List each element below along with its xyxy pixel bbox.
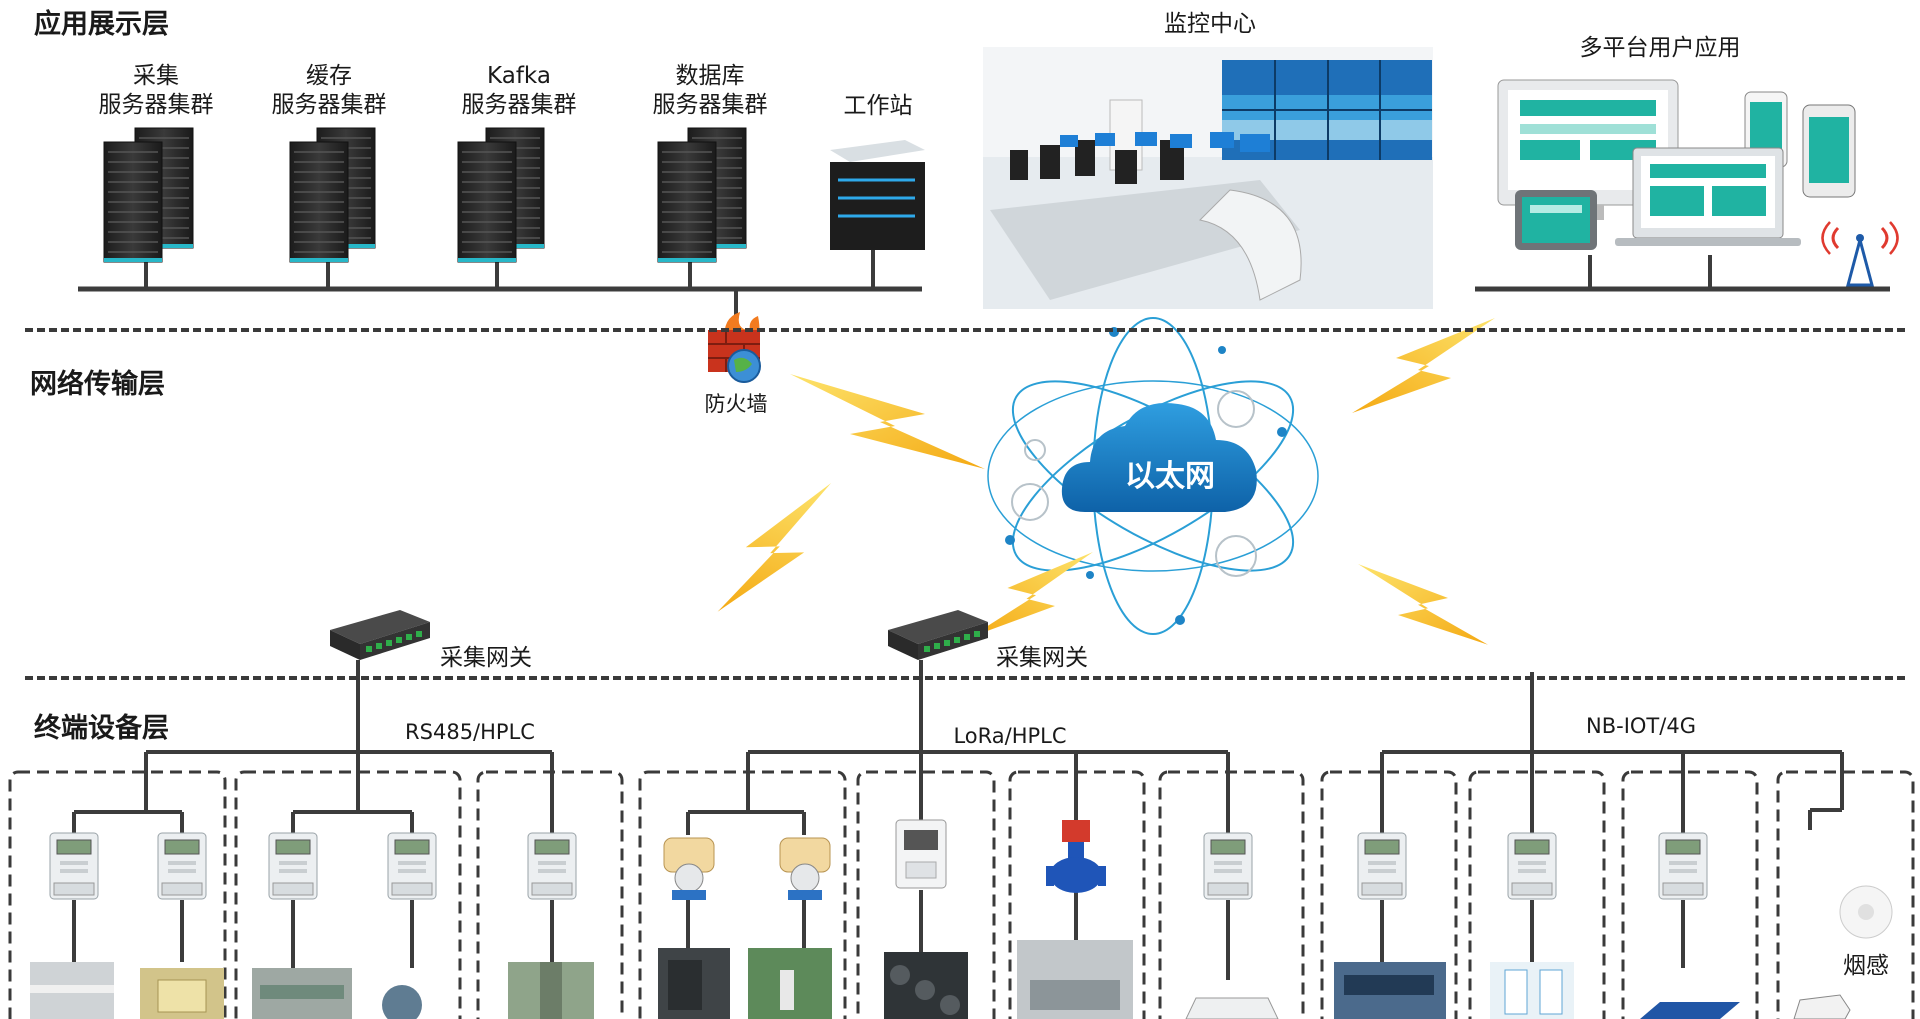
electric-meter [1507, 832, 1557, 900]
protocol-lora-label: LoRa/HPLC [953, 724, 1067, 748]
gateway-2-label: 采集网关 [996, 645, 1088, 671]
electric-meter [1357, 832, 1407, 900]
gateway-1-label: 采集网关 [440, 645, 532, 671]
workstation-graphic [830, 140, 925, 250]
cluster-name: 数据库 [675, 63, 745, 89]
cluster-type: 服务器集群 [652, 92, 768, 118]
cluster-name: 采集 [133, 63, 179, 89]
cluster-kafka-label: Kafka 服务器集群 [449, 62, 589, 120]
water-meter [663, 837, 715, 900]
layer-title-network: 网络传输层 [30, 369, 165, 400]
workstation-label: 工作站 [843, 93, 913, 119]
smoke-detector-label: 烟感 [1843, 953, 1889, 979]
server-cluster-kafka-graphic [457, 127, 545, 263]
lightning-bolt [790, 374, 985, 469]
multi-platform-devices-graphic [1497, 79, 1899, 287]
layer-title-terminal: 终端设备层 [34, 713, 169, 744]
electric-meter [1203, 832, 1253, 900]
gateway-1-graphic [330, 610, 430, 660]
cluster-name: Kafka [487, 63, 551, 89]
server-cluster-db-graphic [657, 127, 747, 263]
electric-meter [387, 832, 437, 900]
lightning-bolt [1352, 318, 1495, 413]
photo-ac-unit [1185, 997, 1279, 1019]
electric-meter [1658, 832, 1708, 900]
layer-title-application: 应用展示层 [34, 9, 169, 40]
lightning-bolt [693, 482, 856, 612]
electric-meter [527, 832, 577, 900]
multi-platform-label: 多平台用户应用 [1579, 35, 1741, 61]
electric-meter [49, 832, 99, 900]
ethernet-cloud-graphic [987, 317, 1319, 635]
lightning-bolt [1358, 564, 1488, 645]
cluster-type: 服务器集群 [271, 92, 387, 118]
cluster-collect-label: 采集 服务器集群 [86, 62, 226, 120]
photo-solar-panel [1640, 1002, 1740, 1019]
photo-camera [1793, 994, 1851, 1019]
monitor-center-photo [983, 47, 1433, 309]
smoke-detector [1839, 885, 1893, 939]
protocol-rs485-label: RS485/HPLC [405, 720, 535, 744]
cluster-type: 服务器集群 [461, 92, 577, 118]
lightning-bolt [969, 552, 1093, 638]
gateway-2-graphic [888, 610, 988, 660]
cluster-name: 缓存 [306, 63, 352, 89]
electric-meter [157, 832, 207, 900]
gas-meter [895, 819, 947, 889]
firewall-graphic [708, 312, 761, 383]
layer-separator [25, 676, 1905, 680]
electric-meter [268, 832, 318, 900]
monitor-center-label: 监控中心 [1164, 11, 1256, 37]
layer-separator [25, 328, 1905, 332]
water-meter [779, 837, 831, 900]
cluster-db-label: 数据库 服务器集群 [640, 62, 780, 120]
cluster-type: 服务器集群 [98, 92, 214, 118]
protocol-nbiot-label: NB-IOT/4G [1586, 714, 1696, 738]
server-cluster-collect-graphic [103, 127, 194, 263]
server-cluster-cache-graphic [289, 127, 376, 263]
ethernet-label: 以太网 [1125, 459, 1215, 494]
firewall-label: 防火墙 [704, 392, 768, 416]
valve [1046, 820, 1106, 893]
cluster-cache-label: 缓存 服务器集群 [259, 62, 399, 120]
